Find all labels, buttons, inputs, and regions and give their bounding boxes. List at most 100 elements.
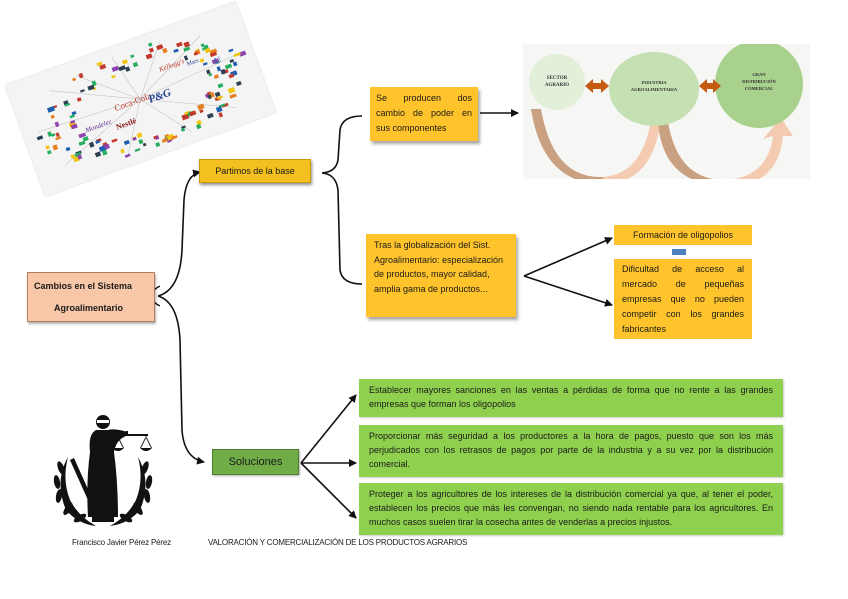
brand-logo-thumbnail [88, 141, 95, 148]
node-1-label-1: SECTOR [547, 76, 568, 81]
node-3-label-3: COMERCIAL [745, 86, 774, 91]
brand-logo-thumbnail [123, 139, 130, 146]
brand-logo-thumbnail [216, 66, 222, 72]
brand-logo-thumbnail [199, 58, 205, 63]
brand-logo-thumbnail [220, 68, 226, 75]
brand-logo-thumbnail [98, 145, 106, 152]
brand-logo-thumbnail [45, 145, 50, 150]
brand-logo-thumbnail [71, 123, 78, 130]
brand-logo-thumbnail [180, 127, 186, 132]
brand-logo-thumbnail [82, 136, 89, 142]
brand-logo-thumbnail [55, 132, 60, 138]
brand-logo-thumbnail [207, 94, 212, 100]
brand-logo-thumbnail [227, 86, 236, 94]
dificultad-text: Dificultad de acceso al mercado de peque… [622, 264, 744, 334]
soluciones-node[interactable]: Soluciones [212, 449, 299, 475]
double-arrow-1 [585, 79, 609, 93]
brand-logo-thumbnail [142, 142, 147, 147]
brand-logo-thumbnail [52, 144, 59, 151]
arrow-to-dificultad [523, 275, 613, 307]
brands-image: Coca-Cola Nestlé P&G Kellogg's Mars Mond… [5, 1, 276, 197]
brand-logo-thumbnail [238, 50, 247, 57]
base-node[interactable]: Partimos de la base [199, 159, 311, 183]
brand-logo-thumbnail [155, 142, 161, 148]
brand-logo-thumbnail [196, 119, 202, 126]
root-node[interactable]: Cambios en el Sistema Agroalimentario [27, 272, 155, 322]
brand-logo-thumbnail [229, 58, 235, 63]
globalization-node[interactable]: Tras la globalización del Sist. Agroalim… [366, 234, 516, 317]
brand-logo-unilever: U [213, 54, 223, 66]
brand-logo-thumbnail [70, 119, 76, 124]
brand-logo-thumbnail [72, 77, 77, 82]
brand-logo-thumbnail [130, 54, 135, 59]
solution-1-text: Establecer mayores sanciones en las vent… [369, 385, 773, 409]
brand-logo-thumbnail [229, 93, 237, 99]
arrow-root-to-base [157, 169, 201, 297]
brand-logo-thumbnail [95, 139, 101, 144]
brand-logo-thumbnail [79, 89, 85, 93]
solution-box-2[interactable]: Proporcionar más seguridad a los product… [359, 425, 783, 477]
curved-arrow-1-shade [531, 109, 603, 179]
brand-logo-thumbnail [228, 48, 234, 53]
brand-logo-thumbnail [155, 136, 160, 140]
brand-logo-thumbnail [94, 151, 102, 158]
brand-logo-thumbnail [46, 105, 56, 113]
value-chain-image: SECTOR AGRARIO INDUSTRIA AGROALIMENTARIA… [523, 44, 810, 179]
node-gran-distribucion [715, 44, 803, 128]
power-change-node[interactable]: Se producen dos cambio de poder en sus c… [370, 87, 478, 141]
brand-logo-thumbnail [148, 47, 154, 53]
brand-logo-thumbnail [235, 80, 242, 87]
brand-logo-thumbnail [162, 47, 168, 54]
brand-logo-thumbnail [148, 42, 153, 47]
brand-logo-thumbnail [153, 134, 159, 140]
lady-justice-icon [53, 415, 153, 526]
brand-logo-thumbnail [183, 46, 191, 52]
brand-logo-thumbnail [173, 48, 179, 53]
brand-logo-thumbnail [171, 135, 178, 140]
oligopolios-node[interactable]: Formación de oligopolios [614, 225, 752, 245]
brand-logo-thumbnail [132, 136, 137, 141]
brand-logo-thumbnail [164, 133, 170, 138]
solution-box-3[interactable]: Proteger a los agricultores de los inter… [359, 483, 783, 535]
brand-logo-thumbnail [176, 41, 183, 48]
node-2-label-1: INDUSTRIA [641, 80, 667, 85]
solution-box-1[interactable]: Establecer mayores sanciones en las vent… [359, 379, 783, 417]
brand-logo-thumbnail [132, 61, 139, 68]
brand-logo-thumbnail [215, 106, 223, 113]
brand-logo-thumbnail [181, 113, 190, 121]
brand-logo-thumbnail [183, 55, 189, 61]
power-change-text: Se producen dos cambio de poder en sus c… [376, 93, 472, 133]
brand-logo-thumbnail [50, 114, 55, 119]
brand-logo-thumbnail [120, 148, 125, 154]
dificultad-node[interactable]: Dificultad de acceso al mercado de peque… [614, 259, 752, 339]
brand-logo-thumbnail [36, 135, 44, 141]
node-industria [609, 52, 699, 126]
root-title-line-1: Cambios en el Sistema [34, 281, 133, 291]
curved-arrow-1 [531, 104, 671, 179]
solution-3-text: Proteger a los agricultores de los inter… [369, 489, 773, 527]
laurel-left [53, 457, 96, 526]
brand-logo-thumbnail [77, 154, 83, 160]
brand-logo-thumbnail [193, 51, 199, 56]
brand-logo-thumbnail [196, 123, 202, 130]
brand-logo-thumbnail [54, 121, 60, 128]
brand-logo-thumbnail [99, 63, 107, 70]
brand-logo-thumbnail [214, 91, 221, 98]
brand-logo-thumbnail [211, 58, 220, 65]
arrow-root-to-soluciones [157, 295, 205, 465]
brand-logo-thumbnail [55, 136, 62, 141]
brand-logo-thumbnail [111, 74, 116, 79]
brand-logo-thumbnail [209, 51, 218, 58]
brand-logo-thumbnail [68, 121, 77, 128]
brand-logo-thumbnail [228, 73, 235, 79]
brand-logo-thumbnail [138, 139, 144, 145]
brand-logo-thumbnail [101, 149, 108, 156]
brand-logo-thumbnail [71, 110, 77, 116]
root-title-line-2: Agroalimentario [54, 303, 124, 313]
curved-arrow-2-shade [658, 122, 714, 179]
brand-logo-thumbnail [213, 74, 220, 80]
brand-logo-thumbnail [70, 154, 76, 159]
node-3-label-2: DISTRIBUCIÓN [742, 79, 776, 84]
brand-logo-thumbnail [206, 69, 211, 75]
